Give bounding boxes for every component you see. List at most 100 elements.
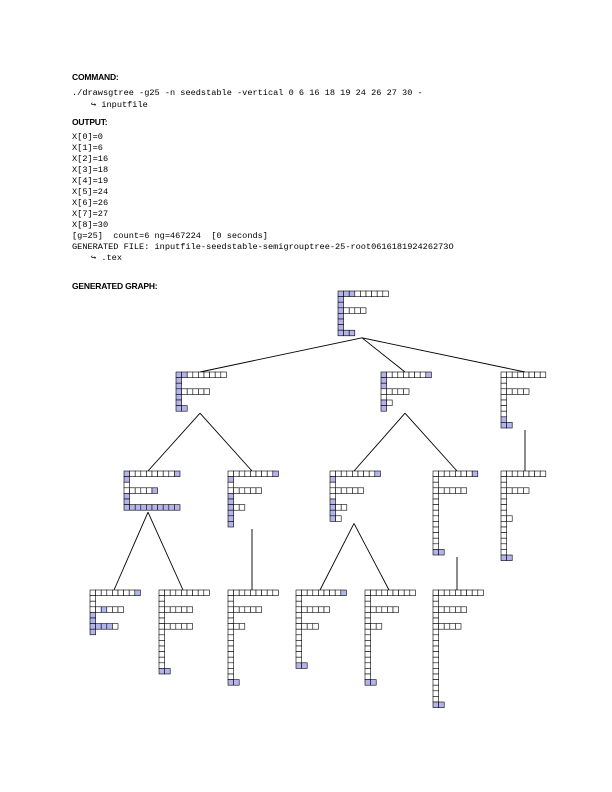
diagram-cell: [419, 371, 427, 378]
diagram-cell: [471, 470, 479, 477]
diagram-cell: [500, 487, 507, 494]
diagram-cell: [443, 589, 451, 596]
diagram-cell: [340, 487, 348, 494]
diagram-cell: [266, 470, 274, 477]
diagram-cell: [381, 589, 388, 596]
diagram-cell: [364, 617, 371, 624]
diagram-cell: [158, 623, 165, 630]
diagram-cell: [250, 606, 257, 613]
diagram-cell: [337, 313, 344, 320]
diagram-cell: [460, 487, 467, 494]
diagram-cell: [397, 388, 404, 395]
diagram-cell: [539, 470, 547, 477]
diagram-cell: [134, 470, 142, 477]
diagram-cell: [438, 606, 445, 613]
diagram-cell: [382, 290, 389, 297]
diagram-cell: [506, 422, 513, 429]
diagram-cell: [175, 394, 182, 401]
diagram-cell: [500, 532, 507, 539]
diagram-cell: [123, 476, 130, 483]
diagram-cell: [295, 623, 302, 630]
diagram-cell: [432, 668, 439, 675]
diagram-cell: [203, 371, 210, 378]
diagram-cell: [295, 589, 302, 596]
diagram-cell: [168, 470, 175, 477]
diagram-cell: [432, 526, 439, 533]
diagram-cell: [227, 476, 234, 483]
diagram-cell: [203, 589, 210, 596]
diagram-cell: [301, 662, 308, 669]
diagram-cell: [227, 651, 234, 658]
diagram-cell: [227, 612, 234, 619]
semigroup-node: [158, 589, 210, 675]
diagram-cell: [403, 371, 410, 378]
diagram-cell: [523, 371, 530, 378]
diagram-cell: [432, 595, 439, 602]
tree-edge: [199, 337, 363, 373]
diagram-cell: [233, 589, 240, 596]
diagram-cell: [517, 388, 524, 395]
continuation-arrow-icon: ↪: [91, 100, 97, 110]
diagram-cell: [511, 371, 519, 378]
diagram-cell: [158, 606, 165, 613]
diagram-cell: [523, 388, 530, 395]
diagram-cell: [432, 690, 439, 697]
diagram-cell: [364, 634, 371, 641]
diagram-cell: [301, 606, 308, 613]
diagram-cell: [227, 515, 234, 522]
diagram-cell: [337, 301, 344, 309]
diagram-cell: [387, 589, 394, 596]
diagram-cell: [381, 606, 388, 613]
diagram-cell: [123, 470, 130, 477]
diagram-cell: [364, 595, 371, 602]
diagram-cell: [123, 487, 130, 494]
diagram-cell: [500, 521, 507, 528]
diagram-cell: [227, 617, 234, 624]
diagram-cell: [517, 371, 524, 378]
semigroup-node: [295, 589, 347, 669]
diagram-cell: [397, 371, 404, 378]
diagram-cell: [197, 589, 205, 596]
diagram-cell: [128, 589, 136, 596]
diagram-cell: [295, 645, 302, 652]
diagram-cell: [238, 470, 246, 477]
semigroup-node: [364, 589, 416, 686]
diagram-cell: [233, 504, 240, 511]
diagram-cell: [203, 388, 210, 395]
diagram-cell: [432, 673, 439, 680]
diagram-cell: [329, 504, 336, 511]
diagram-cell: [233, 623, 240, 630]
diagram-cell: [455, 589, 462, 596]
diagram-cell: [140, 487, 147, 494]
diagram-cell: [158, 628, 165, 636]
diagram-cell: [370, 623, 377, 630]
diagram-cell: [123, 504, 130, 511]
diagram-cell: [364, 656, 371, 664]
diagram-cell: [500, 405, 507, 412]
diagram-cell: [528, 371, 535, 378]
diagram-cell: [408, 371, 415, 378]
diagram-cell: [312, 606, 319, 613]
semigroup-node: [123, 470, 181, 511]
diagram-cell: [346, 470, 353, 477]
diagram-cell: [129, 470, 136, 477]
diagram-cell: [295, 634, 302, 641]
diagram-cell: [352, 470, 359, 477]
diagram-cell: [255, 606, 262, 613]
diagram-cell: [443, 470, 451, 477]
diagram-cell: [534, 371, 541, 378]
diagram-cell: [158, 640, 165, 647]
diagram-cell: [186, 371, 194, 378]
diagram-cell: [181, 589, 188, 596]
diagram-cell: [500, 549, 507, 556]
output-line: X[0]=0: [72, 132, 103, 142]
diagram-cell: [295, 617, 302, 624]
diagram-cell: [227, 470, 234, 477]
diagram-cell: [432, 509, 439, 517]
diagram-cell: [123, 493, 130, 500]
diagram-cell: [460, 589, 467, 596]
output-block: X[0]=0 X[1]=6 X[2]=16 X[3]=18 X[4]=19 X[…: [72, 132, 454, 264]
diagram-cell: [146, 487, 153, 494]
diagram-cell: [335, 504, 342, 511]
diagram-cell: [169, 623, 177, 630]
